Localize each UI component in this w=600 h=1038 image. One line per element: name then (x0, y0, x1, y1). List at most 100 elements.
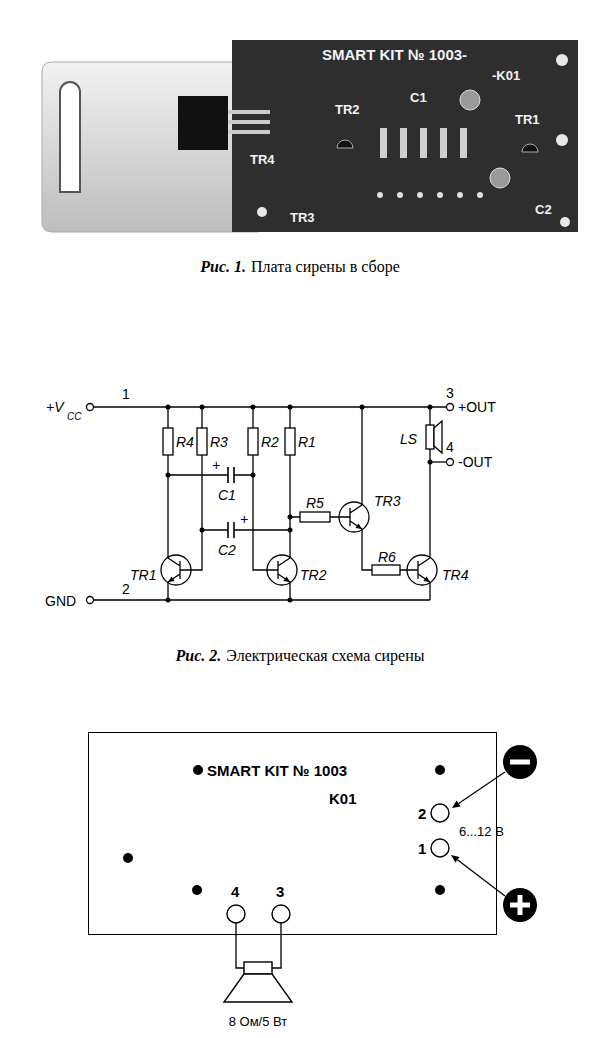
solder-pad (227, 804, 449, 923)
label: 2 (418, 805, 426, 822)
junction-dot (166, 473, 171, 478)
power-transistor (228, 110, 270, 114)
label: +OUT (458, 399, 496, 415)
junction-dot (360, 405, 365, 410)
terminal-circle (87, 597, 94, 604)
solder-pad (227, 905, 245, 923)
label: 8 Ом/5 Вт (229, 1014, 288, 1029)
power-transistor (178, 96, 228, 150)
schematic-wire (94, 599, 431, 600)
resistor-symbol (197, 428, 207, 455)
junction-dot (288, 405, 293, 410)
loudspeaker (224, 962, 292, 1002)
mounting-dot (123, 853, 133, 863)
label: 6...12 В (457, 824, 506, 839)
transistor-symbol (418, 558, 430, 582)
label: TR2 (300, 567, 326, 583)
resistor-symbol (300, 512, 330, 522)
schematic-wire (361, 407, 362, 505)
schematic-wire (168, 474, 253, 475)
pcb-photo (377, 192, 383, 198)
speaker-symbol (426, 421, 442, 453)
mounting-dot (435, 765, 445, 775)
power-transistor (178, 96, 270, 150)
label: R3 (210, 434, 228, 450)
pointer-arrow (457, 860, 505, 896)
power-transistor (228, 120, 270, 124)
label: 4 (446, 439, 454, 455)
label: +V (46, 399, 64, 415)
polarity-sign (503, 745, 537, 922)
pcb-photo (457, 192, 463, 198)
label: -K01 (492, 68, 520, 83)
terminal-circle (87, 404, 94, 411)
label: R6 (378, 549, 396, 565)
pcb-photo (417, 192, 423, 198)
capacitor-symbol (228, 522, 234, 538)
resistor-symbol (163, 428, 400, 575)
label: 1 (418, 840, 426, 857)
pcb-photo (460, 90, 480, 110)
terminal-circle (447, 459, 454, 466)
pcb-photo (380, 128, 387, 158)
label: + (212, 457, 220, 473)
label: + (240, 511, 248, 527)
schematic-wire (94, 406, 447, 407)
pointer-arrow (459, 772, 505, 804)
junction-dot (166, 598, 171, 603)
loudspeaker (244, 962, 272, 974)
label: CC (67, 411, 81, 422)
label: C1 (218, 487, 236, 503)
speaker-wire (272, 923, 281, 968)
pcb-photo (257, 207, 267, 217)
figure-caption: Рис. 1.Плата сирены в сборе (0, 258, 600, 276)
junction-dot (428, 460, 433, 465)
mounting-dot (123, 765, 445, 895)
heatsink (42, 62, 258, 232)
board-marking: K01 (329, 790, 357, 807)
label: R1 (298, 434, 316, 450)
pcb-photo (560, 217, 570, 227)
junction-dot (251, 405, 256, 410)
emitter-arrow (168, 576, 175, 582)
emitter-arrow (423, 576, 430, 582)
solder-pad (272, 905, 290, 923)
polarity-sign (518, 895, 523, 915)
label: TR1 (515, 112, 540, 127)
label: C2 (535, 202, 552, 217)
solder-pad (431, 839, 449, 857)
terminal-circle (87, 404, 454, 604)
resistor-symbol (163, 428, 173, 455)
caption-text: Рис. 1. (200, 258, 246, 276)
label: R5 (306, 495, 324, 511)
label: 3 (446, 385, 454, 401)
mounting-dot (193, 765, 203, 775)
speaker-wire (236, 923, 281, 968)
figure-caption: Рис. 2.Электрическая схема сирены (0, 647, 600, 665)
pcb-photo (460, 128, 467, 158)
pcb-photo (397, 192, 403, 198)
label: 1 (122, 386, 130, 402)
pointer-arrow (451, 855, 460, 863)
heatsink (60, 82, 80, 192)
pcb-photo (337, 140, 353, 148)
transistor-symbol (407, 555, 437, 585)
pcb-photo (477, 192, 483, 198)
label: 3 (276, 883, 284, 900)
junction-dot (200, 528, 205, 533)
junction-dot (288, 528, 293, 533)
pcb-photo (232, 40, 578, 232)
transistor-symbol (161, 555, 191, 585)
junction-dot (200, 405, 205, 410)
emitter-arrow (283, 576, 290, 582)
mounting-dot (435, 885, 445, 895)
transistor-symbol (278, 558, 290, 582)
transistor-symbol (350, 505, 362, 529)
resistor-symbol (372, 565, 400, 575)
label: TR1 (130, 567, 156, 583)
emitter-arrow (168, 523, 430, 582)
junction-dot (288, 515, 293, 520)
